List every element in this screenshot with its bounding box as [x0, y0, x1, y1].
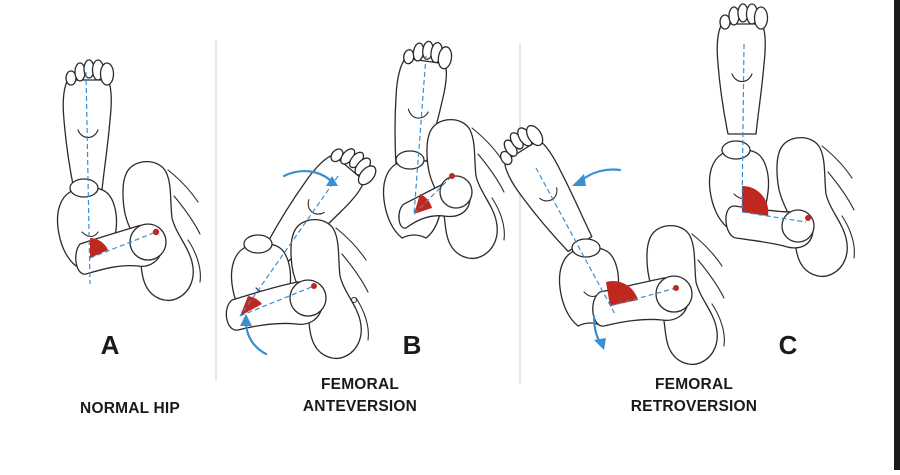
caption-anteversion-line-2: ANTEVERSION: [302, 398, 418, 415]
head-center-normal: [152, 228, 160, 236]
caption-retroversion: FEMORAL RETROVERSION: [604, 374, 784, 418]
axis-foot-retro-lower: [535, 167, 617, 317]
axis-neck-normal: [89, 231, 157, 259]
arrow-ante-bottom-head: [240, 314, 252, 326]
caption-anteversion-line-1: FEMORAL: [320, 376, 400, 393]
axis-foot-ante-lower: [239, 175, 339, 317]
angle-wedge-retro-upper: [742, 185, 769, 216]
axis-foot-ante-upper: [413, 55, 427, 215]
arrow-retro-top: [580, 168, 622, 182]
panel-letter-c: C: [778, 330, 798, 360]
panel-retroversion: [489, 3, 856, 366]
axis-foot-normal: [85, 71, 91, 285]
caption-normal-hip: NORMAL HIP: [40, 398, 220, 420]
panel-letter-a: A: [100, 330, 120, 360]
femoral-head-ante-lower: [289, 279, 327, 317]
axis-neck-ante-lower: [239, 285, 315, 317]
right-edge-bar: [894, 0, 900, 470]
head-center-retro-lower: [673, 285, 679, 291]
arrow-ante-top: [282, 170, 332, 182]
femoral-head-retro-upper: [781, 209, 815, 243]
angle-wedge-retro-lower: [606, 281, 638, 306]
head-center-ante-lower: [311, 283, 317, 289]
angle-wedge-normal: [90, 238, 108, 258]
arrow-retro-top-head: [572, 174, 586, 186]
arrow-ante-top-head: [326, 176, 338, 186]
axis-foot-retro-upper: [741, 43, 745, 213]
panel-normal-hip: [56, 59, 202, 302]
axis-neck-ante-upper: [413, 175, 453, 215]
axis-neck-retro-upper: [741, 211, 807, 223]
head-center-retro-upper: [805, 215, 811, 221]
angle-wedge-ante-lower: [240, 296, 262, 316]
foot-retro-upper: [716, 3, 769, 135]
caption-retroversion-line-2: RETROVERSION: [630, 398, 758, 415]
panel-anteversion: [225, 37, 506, 360]
head-center-ante-upper: [449, 173, 455, 179]
femoral-head-ante-upper: [439, 175, 473, 209]
small-circle-marker: [351, 297, 357, 303]
femoral-head-retro-lower: [655, 275, 693, 313]
angle-wedge-ante-upper: [414, 194, 432, 214]
caption-retroversion-line-1: FEMORAL: [654, 376, 734, 393]
pelvis-retro-upper: [776, 136, 856, 278]
axis-neck-retro-lower: [609, 287, 677, 307]
caption-anteversion: FEMORAL ANTEVERSION: [270, 374, 450, 418]
panel-letter-b: B: [402, 330, 422, 360]
caption-normal-hip-line-1: NORMAL HIP: [80, 400, 180, 417]
femoral-head-normal: [129, 223, 167, 261]
arrow-retro-bottom-head: [594, 338, 606, 350]
foot-retro-lower: [489, 119, 603, 258]
